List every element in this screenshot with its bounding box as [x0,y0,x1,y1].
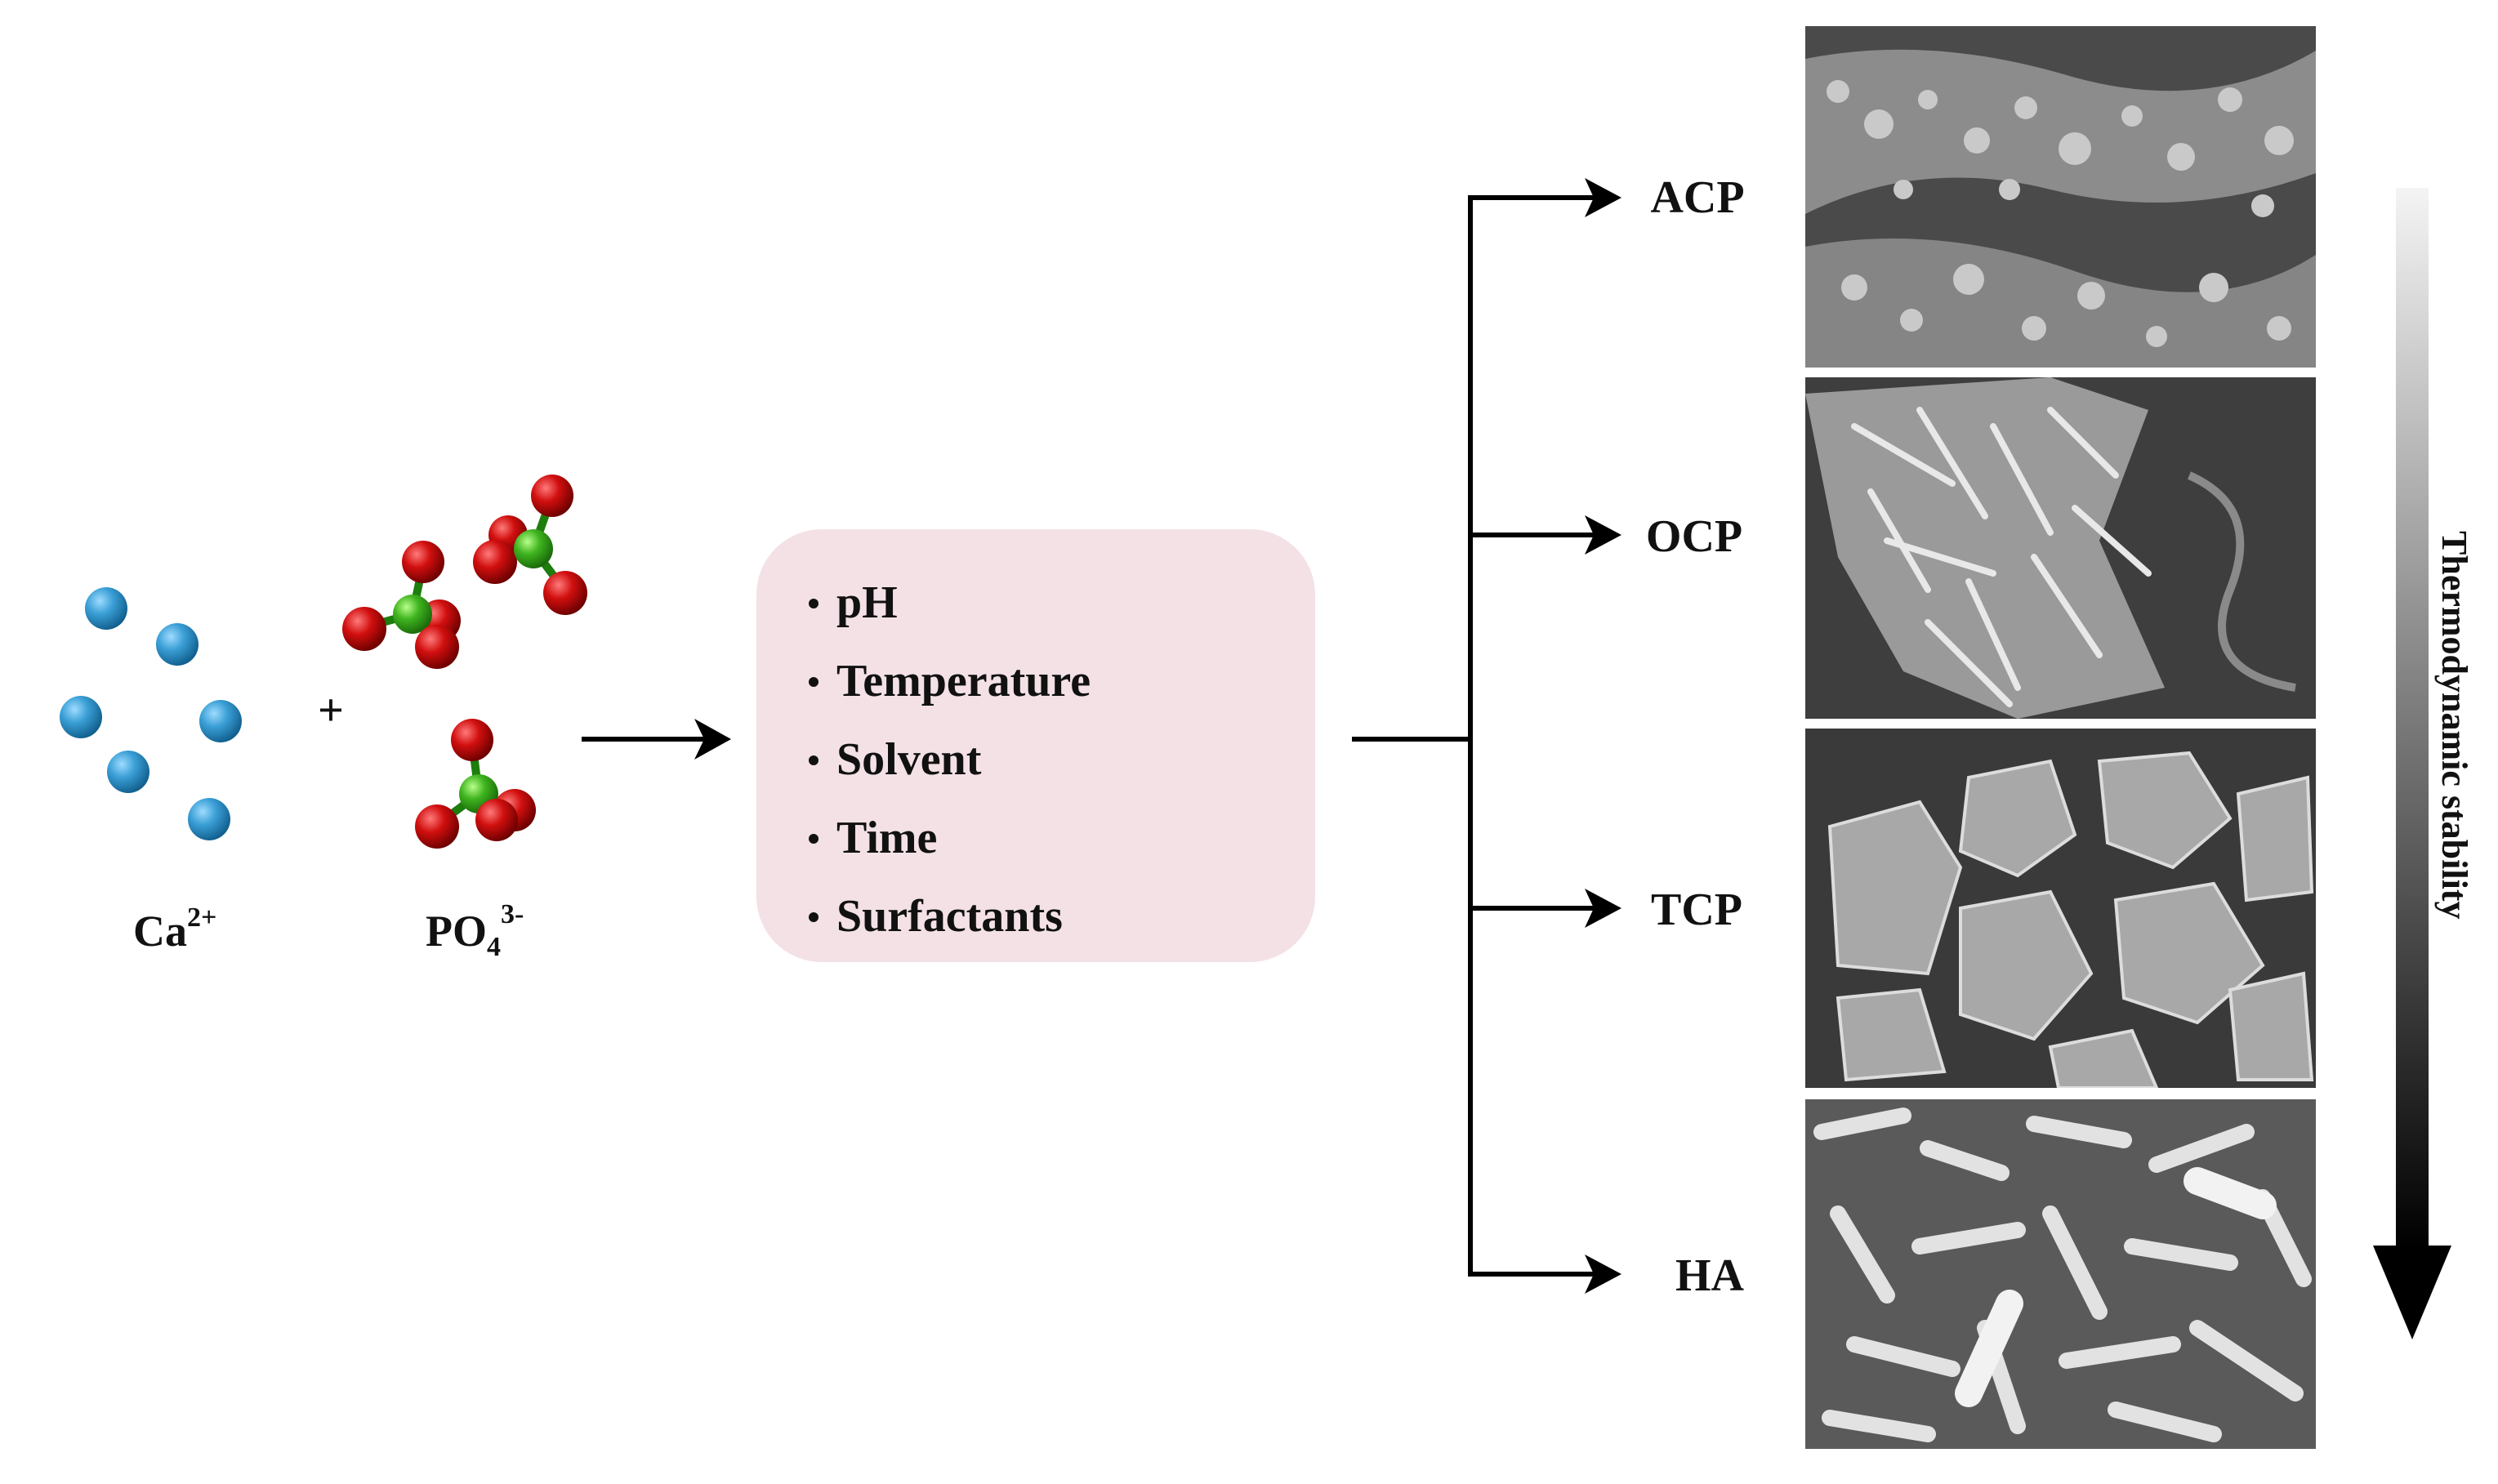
phosphate-label: PO43- [426,899,524,962]
arrowhead-tcp [1585,889,1621,928]
arrowhead-ha [1585,1254,1621,1294]
product-label-tcp: TCP [1651,885,1742,935]
sem-image-tcp [1805,729,2316,1088]
stability-arrow [2373,188,2451,1339]
product-branch-arrows [1352,195,1601,1277]
bullet-dot [809,755,819,766]
reaction-conditions-box [756,529,1315,962]
bullet-dot [809,834,819,844]
calcium-ion [85,587,127,630]
bullet-dot [809,677,819,688]
condition-item-temperature: Temperature [809,642,1091,720]
arrowhead-ocp [1585,515,1621,555]
bullet-dot [809,599,819,609]
calcium-ion [107,751,149,793]
condition-item-ph: pH [809,564,1091,642]
reaction-conditions-list: pH Temperature Solvent Time Surfactants [809,564,1091,956]
calcium-ion [60,696,102,738]
product-label-ocp: OCP [1646,511,1742,562]
calcium-label: Ca2+ [133,902,216,956]
phosphate-molecule [342,541,461,669]
phosphate-molecule [415,719,536,849]
product-label-ha: HA [1675,1250,1745,1301]
stability-axis-label: Thermodynamic stability [2434,531,2474,919]
condition-item-time: Time [809,799,1091,877]
calcium-ion [188,798,230,840]
arrowhead-acp [1585,178,1621,217]
bullet-dot [809,912,819,923]
condition-item-surfactants: Surfactants [809,877,1091,956]
condition-item-solvent: Solvent [809,720,1091,799]
calcium-ions-group [60,587,242,840]
calcium-ion [156,623,199,666]
calcium-ion [199,700,242,742]
arrow-to-conditions [582,719,731,760]
plus-sign: + [318,685,344,736]
product-arrowheads [1585,178,1621,1294]
sem-image-acp [1805,26,2316,368]
product-label-acp: ACP [1650,172,1744,223]
sem-image-ocp [1805,377,2316,719]
phosphate-molecule [473,475,587,615]
sem-image-ha [1805,1099,2316,1449]
